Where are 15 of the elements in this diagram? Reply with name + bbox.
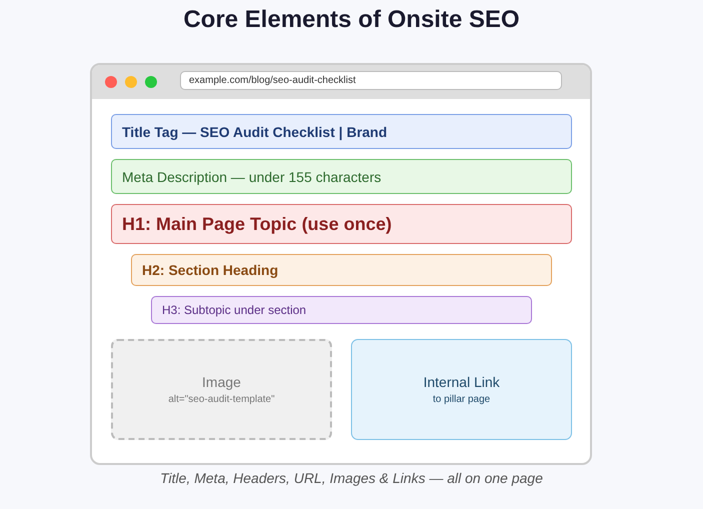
- diagram-title: Core Elements of Onsite SEO: [182, 6, 521, 34]
- caption: Title, Meta, Headers, URL, Images & Links — all on one page: [159, 470, 544, 486]
- h2-box: H2: Section Heading: [131, 254, 552, 286]
- tile-heading: Image: [202, 374, 241, 390]
- title-tag-box: Title Tag — SEO Audit Checklist | Brand: [111, 114, 572, 149]
- tile-heading: Internal Link: [423, 374, 500, 390]
- h1-box: H1: Main Page Topic (use once): [111, 204, 572, 244]
- browser-window: [90, 63, 592, 465]
- tile-subtext: alt="seo-audit-template": [168, 394, 275, 405]
- image-placeholder-box: [111, 339, 332, 440]
- url-bar: example.com/blog/seo-audit-checklist: [180, 71, 562, 90]
- internal-link-box: [351, 339, 572, 440]
- meta-description-box: Meta Description — under 155 characters: [111, 159, 572, 194]
- h3-box: H3: Subtopic under section: [151, 296, 532, 324]
- tile-subtext: to pillar page: [432, 394, 490, 405]
